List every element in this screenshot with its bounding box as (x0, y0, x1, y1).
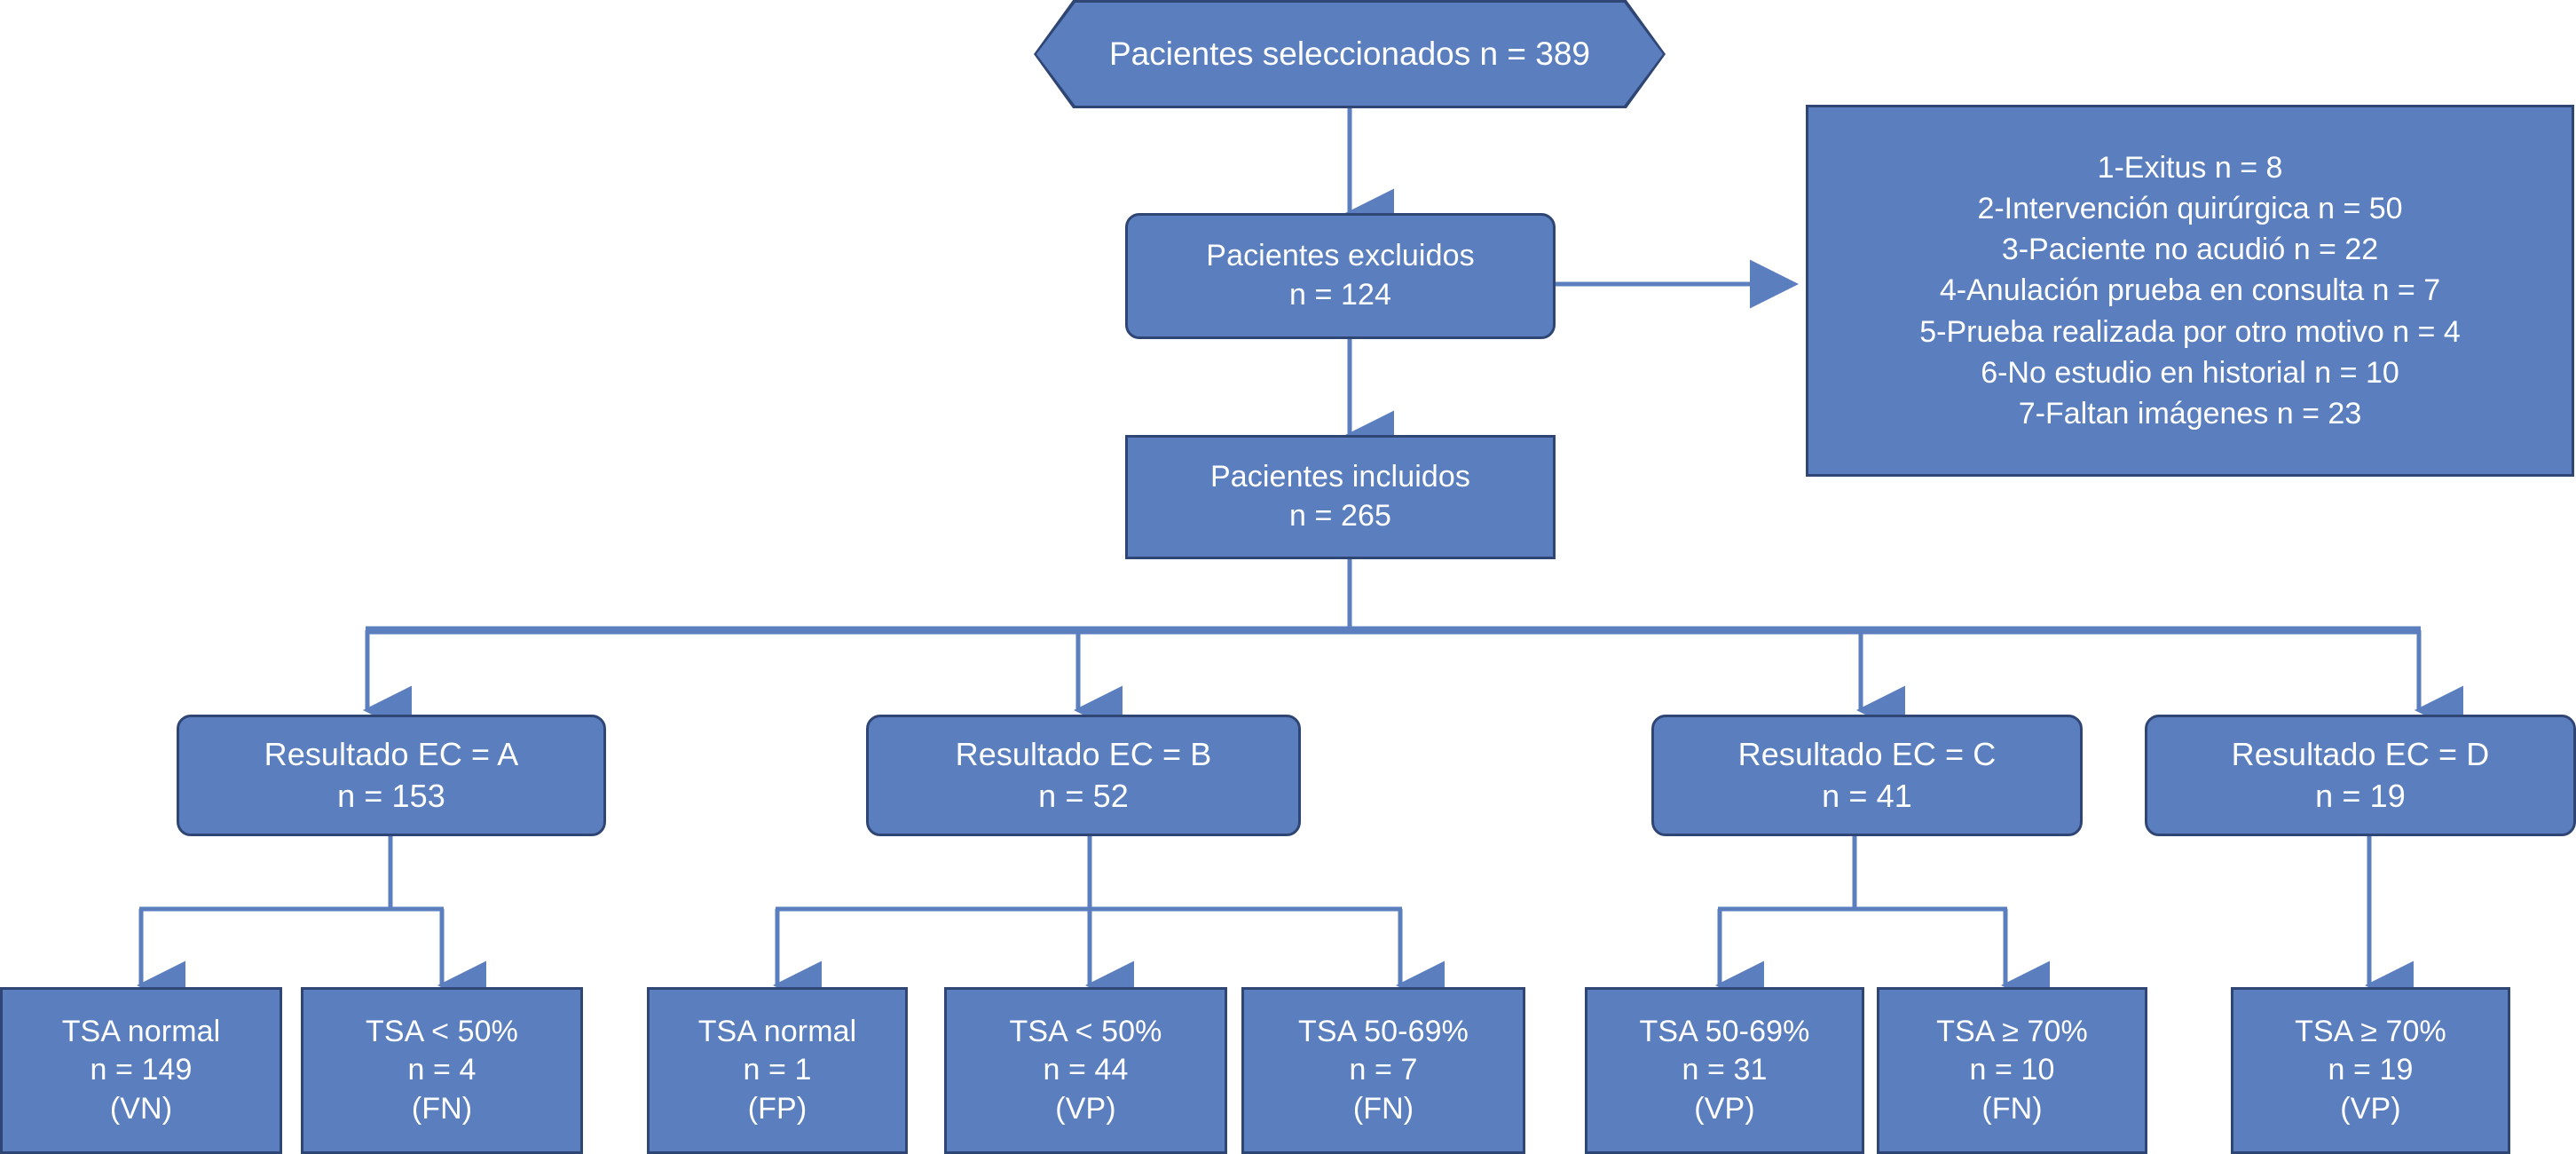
leaf-d1-label: TSA ≥ 70% (2295, 1014, 2446, 1048)
leaf-c1-label: TSA 50-69% (1639, 1014, 1810, 1048)
resultado-ec-d-label: Resultado EC = D (2231, 736, 2490, 773)
leaf-d1-count: n = 19 (2328, 1053, 2414, 1087)
leaf-c2-label: TSA ≥ 70% (1936, 1014, 2088, 1048)
leaf-b-tsa-normal-node: TSA normal n = 1 (FP) (647, 987, 908, 1154)
pacientes-seleccionados-node: Pacientes seleccionados n = 389 (1034, 0, 1666, 108)
resultado-ec-b-label: Resultado EC = B (955, 736, 1212, 773)
resultado-ec-a-label: Resultado EC = A (264, 736, 519, 773)
motivo-6: 6-No estudio en historial n = 10 (1981, 355, 2399, 390)
motivos-exclusion-node: 1-Exitus n = 8 2-Intervención quirúrgica… (1806, 105, 2574, 477)
motivo-1: 1-Exitus n = 8 (2097, 150, 2283, 185)
leaf-b1-class: (FP) (747, 1091, 807, 1126)
pacientes-incluidos-node: Pacientes incluidos n = 265 (1125, 435, 1556, 559)
motivo-3: 3-Paciente no acudió n = 22 (2001, 233, 2379, 267)
leaf-b1-label: TSA normal (697, 1014, 857, 1048)
leaf-c2-count: n = 10 (1969, 1053, 2055, 1087)
resultado-ec-a-count: n = 153 (337, 777, 445, 814)
leaf-a1-label: TSA normal (61, 1014, 221, 1048)
leaf-b2-label: TSA < 50% (1009, 1014, 1162, 1048)
leaf-c-tsa-50-69-node: TSA 50-69% n = 31 (VP) (1585, 987, 1864, 1154)
resultado-ec-c-node: Resultado EC = C n = 41 (1651, 715, 2083, 836)
pacientes-seleccionados-count: n = 389 (1479, 36, 1591, 73)
pacientes-excluidos-node: Pacientes excluidos n = 124 (1125, 213, 1556, 339)
connector-group-c-split (1715, 835, 2050, 1010)
leaf-d-tsa-gte70-node: TSA ≥ 70% n = 19 (VP) (2231, 987, 2510, 1154)
leaf-a2-label: TSA < 50% (366, 1014, 518, 1048)
connector-incluidos-to-bar (363, 558, 2463, 735)
leaf-b-tsa-50-69-node: TSA 50-69% n = 7 (FN) (1241, 987, 1525, 1154)
leaf-d1-class: (VP) (2340, 1091, 2401, 1126)
resultado-ec-b-count: n = 52 (1038, 777, 1129, 814)
leaf-a1-class: (VN) (109, 1091, 173, 1126)
connector-group-a-split (137, 835, 486, 1010)
leaf-b-tsa-lt50-node: TSA < 50% n = 44 (VP) (944, 987, 1227, 1154)
leaf-c2-class: (FN) (1981, 1091, 2043, 1126)
pacientes-incluidos-count: n = 265 (1288, 499, 1392, 533)
motivo-2: 2-Intervención quirúrgica n = 50 (1977, 191, 2403, 225)
resultado-ec-b-node: Resultado EC = B n = 52 (866, 715, 1301, 836)
leaf-b3-label: TSA 50-69% (1298, 1014, 1469, 1048)
resultado-ec-d-node: Resultado EC = D n = 19 (2145, 715, 2576, 836)
pacientes-incluidos-label: Pacientes incluidos (1210, 460, 1470, 494)
leaf-a1-count: n = 149 (90, 1053, 193, 1087)
leaf-c1-class: (VP) (1694, 1091, 1755, 1126)
motivo-7: 7-Faltan imágenes n = 23 (2018, 397, 2362, 431)
leaf-a2-class: (FN) (411, 1091, 473, 1126)
leaf-b2-count: n = 44 (1043, 1053, 1129, 1087)
resultado-ec-a-node: Resultado EC = A n = 153 (177, 715, 606, 836)
pacientes-seleccionados-text: Pacientes seleccionados n = 389 (1034, 33, 1666, 75)
leaf-c-tsa-gte70-node: TSA ≥ 70% n = 10 (FN) (1877, 987, 2147, 1154)
motivo-5: 5-Prueba realizada por otro motivo n = 4 (1919, 314, 2461, 349)
leaf-b1-count: n = 1 (743, 1053, 812, 1087)
hexagon-fill-shape (1036, 3, 1663, 106)
leaf-b3-count: n = 7 (1349, 1053, 1418, 1087)
leaf-a-tsa-normal-node: TSA normal n = 149 (VN) (0, 987, 282, 1154)
pacientes-seleccionados-label: Pacientes seleccionados (1108, 36, 1471, 73)
leaf-b2-class: (VP) (1055, 1091, 1116, 1126)
connector-group-b-split (773, 835, 1445, 1010)
motivo-4: 4-Anulación prueba en consulta n = 7 (1939, 273, 2441, 308)
resultado-ec-d-count: n = 19 (2315, 777, 2406, 814)
pacientes-excluidos-count: n = 124 (1288, 278, 1392, 312)
leaf-b3-class: (FN) (1352, 1091, 1414, 1126)
pacientes-excluidos-label: Pacientes excluidos (1206, 239, 1475, 273)
resultado-ec-c-count: n = 41 (1822, 777, 1912, 814)
leaf-a2-count: n = 4 (407, 1053, 477, 1087)
resultado-ec-c-label: Resultado EC = C (1737, 736, 1997, 773)
leaf-c1-count: n = 31 (1682, 1053, 1768, 1087)
leaf-a-tsa-lt50-node: TSA < 50% n = 4 (FN) (301, 987, 583, 1154)
